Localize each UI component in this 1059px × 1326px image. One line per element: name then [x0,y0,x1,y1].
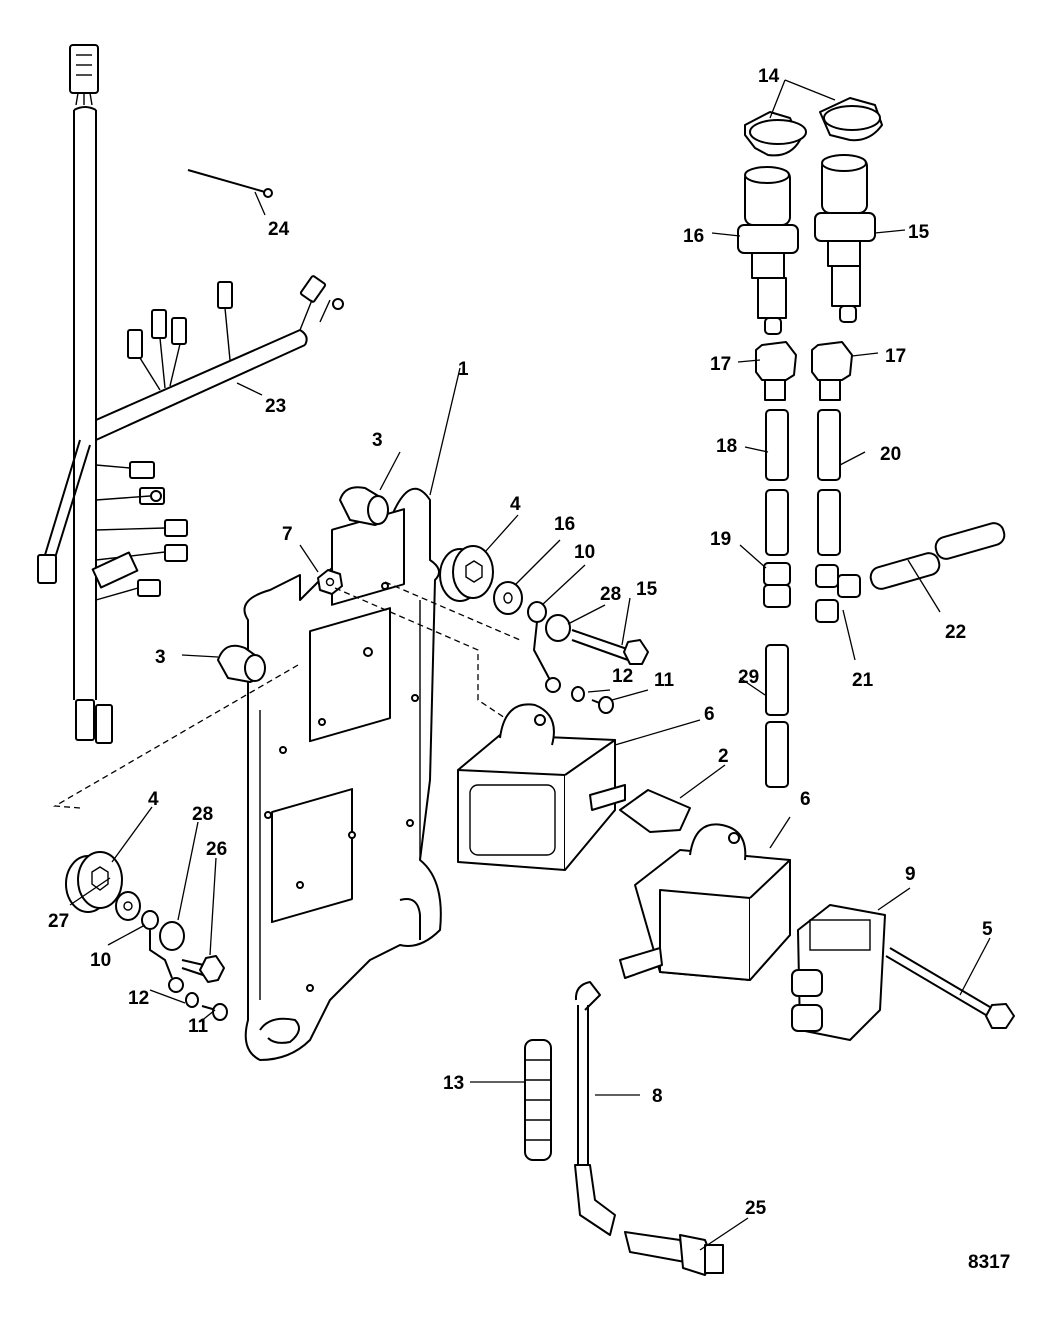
bolt-26 [181,955,225,983]
callout-10-lower: 10 [90,950,111,971]
callout-12-upper: 12 [612,666,633,687]
callout-4-lower: 4 [148,789,159,810]
wiring-harness [37,44,344,744]
grommet-lower [217,644,266,683]
bolt-5 [885,947,1015,1029]
tee-fitting-21 [815,564,861,623]
ignition-coil-upper [457,703,626,871]
washer-28-upper [545,614,571,642]
callout-23: 23 [265,396,286,417]
fitting-17-left [755,341,797,401]
callout-22: 22 [945,622,966,643]
callout-9: 9 [905,864,916,885]
callout-6-lower: 6 [800,789,811,810]
washer-28-lower [159,921,185,951]
callout-28-lower: 28 [192,804,213,825]
washer-12-upper [571,686,585,702]
hose-29 [765,644,789,788]
sleeve [524,1039,552,1161]
hose-clamps [744,97,883,157]
callout-17-right: 17 [885,346,906,367]
callout-21: 21 [852,670,874,691]
washer-12-lower [185,992,199,1008]
grommet-upper [339,486,389,526]
callout-2: 2 [718,746,729,767]
callout-14: 14 [758,66,780,87]
callout-18: 18 [716,436,737,457]
callout-1: 1 [458,359,469,380]
callout-6-upper: 6 [704,704,715,725]
hose-20 [817,409,841,556]
callout-20: 20 [880,444,901,465]
callout-3-lower: 3 [155,647,166,668]
washer-16 [493,581,523,615]
spark-plug-lead [574,981,616,1236]
callout-5: 5 [982,919,993,940]
spark-plug [624,1231,724,1276]
callout-11-lower: 11 [188,1016,209,1037]
callout-29: 29 [738,667,759,688]
callout-16-washer: 16 [554,514,575,535]
callout-7: 7 [282,524,293,545]
callout-26: 26 [206,839,227,860]
hose-22 [869,522,1006,590]
pressure-sensor-16 [737,166,799,335]
callout-15-sensor: 15 [908,222,930,243]
figure-number: 8317 [968,1252,1010,1273]
boot [619,789,691,833]
callout-17-left: 17 [710,354,731,375]
washer-27 [115,891,141,921]
ignition-coil-lower [619,823,791,981]
callout-27: 27 [48,911,69,932]
coil-bracket [791,904,886,1041]
bolt-15 [571,629,649,665]
callout-13: 13 [443,1073,464,1094]
callout-28-upper: 28 [600,584,621,605]
callout-19: 19 [710,529,731,550]
mounting-plate [243,487,442,1061]
callout-12-lower: 12 [128,988,149,1009]
ring-terminal-lower [141,910,184,993]
bushing-upper [439,545,494,602]
pressure-sensor-15 [814,154,876,323]
callout-25: 25 [745,1198,767,1219]
callout-15-bolt: 15 [636,579,658,600]
hose-18 [765,409,789,556]
callout-4-upper: 4 [510,494,521,515]
screw-11-upper [591,696,614,714]
callout-10-upper: 10 [574,542,595,563]
callout-11-upper: 11 [654,670,675,691]
ring-terminal-upper [527,601,561,693]
callout-3-upper: 3 [372,430,383,451]
callout-24: 24 [268,219,290,240]
callout-16-sensor: 16 [683,226,704,247]
cable-tie [187,169,273,198]
fitting-17-right [811,341,853,401]
callout-8: 8 [652,1086,663,1107]
connector-19 [763,562,791,608]
bushing-lower [65,851,123,913]
